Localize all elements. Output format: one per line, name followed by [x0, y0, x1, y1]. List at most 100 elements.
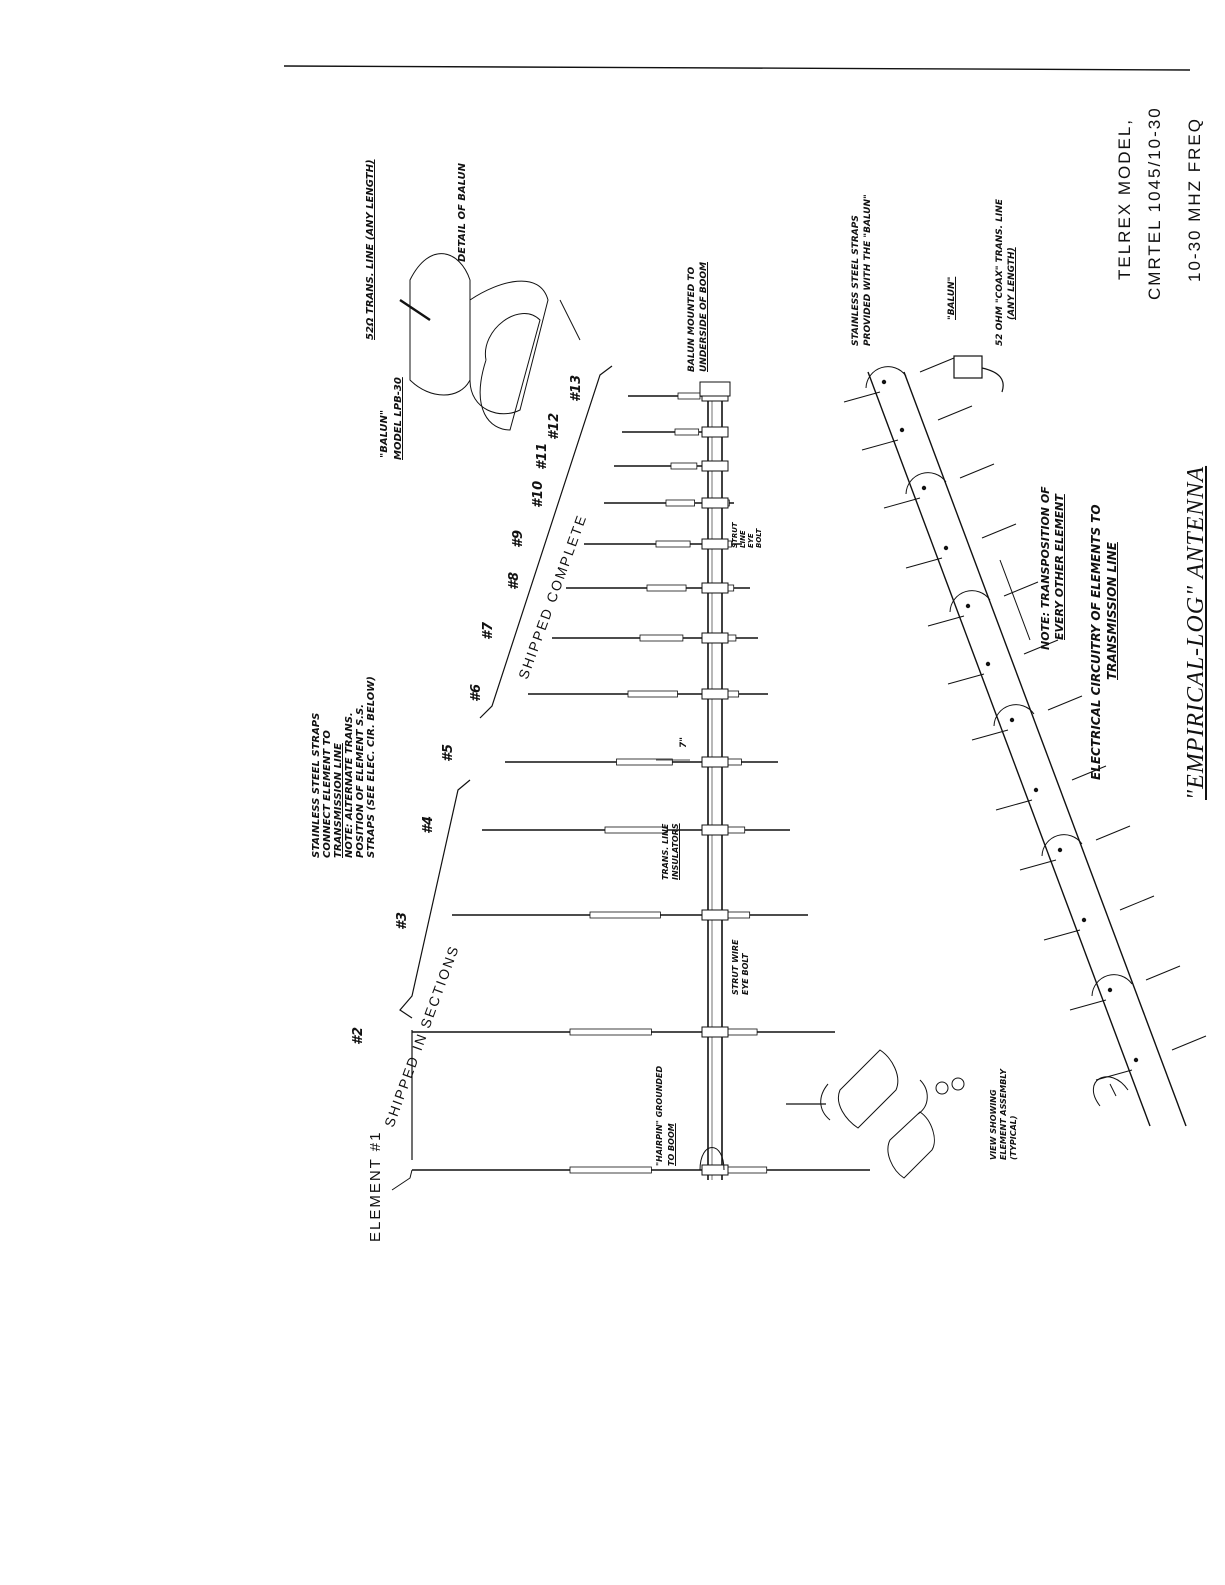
transposition-note-leader [999, 559, 1031, 641]
strut-line-label-4: BOLT [755, 528, 763, 548]
balun-small-label: "BALUN" [947, 276, 957, 320]
hairpin [699, 1147, 725, 1171]
boom-clamp-5 [701, 756, 729, 768]
element-sleeve-1-b [725, 1166, 768, 1174]
balun-detail-cable [399, 299, 431, 321]
transposition-arc-1 [865, 366, 907, 389]
boom-clamp-8 [701, 582, 729, 594]
circuit-element-right-6 [1023, 639, 1059, 655]
transposition-arc-3 [905, 472, 947, 495]
boom-clamp-2 [701, 1026, 729, 1038]
circuit-element-right-5 [1003, 581, 1039, 597]
circuit-element-left-6 [947, 673, 985, 685]
coax-label-2: (ANY LENGTH) [1007, 247, 1017, 320]
element-number-13: #13 [569, 374, 584, 402]
strut-line-label-1: STRUT [731, 522, 739, 548]
trans-insulators-label-1: TRANS. LINE [661, 823, 670, 880]
circuit-junction-6 [985, 661, 991, 667]
boom-clamp-6 [701, 688, 729, 700]
strut-line-label-3: EYE [747, 533, 755, 548]
ss-straps-balun-label-2: PROVIDED WITH THE "BALUN" [863, 194, 873, 346]
view-element-label-2: ELEMENT ASSEMBLY [999, 1069, 1008, 1160]
circuit-element-right-2 [937, 405, 973, 421]
trans-line-52-label: 52Ω TRANS. LINE (ANY LENGTH) [365, 159, 376, 340]
circuit-balun-box [953, 355, 983, 379]
boom-clamp-9 [701, 538, 729, 550]
circuit-junction-3 [921, 485, 927, 491]
assembly-tube-b [887, 1111, 935, 1179]
circuit-element-left-1 [843, 391, 881, 403]
coax-label-1: 52 OHM "COAX" TRANS. LINE [995, 199, 1005, 346]
strut-line-label-2: LINE [739, 530, 747, 548]
note-straps-4: NOTE: ALTERNATE TRANS. [344, 712, 355, 858]
element-sleeve-3-b [725, 911, 751, 919]
hairpin-label-1: "HAIRPIN" GROUNDED [655, 1065, 664, 1166]
transposition-arc-5 [949, 590, 991, 613]
element-sleeve-4-b [725, 826, 746, 834]
boom-clamp-10 [701, 497, 729, 509]
balun-mounted-label-1: BALUN MOUNTED TO [687, 266, 697, 372]
element-sleeve-3-a [589, 911, 661, 919]
element-number-6: #6 [469, 683, 484, 702]
circuit-element-left-9 [1019, 859, 1057, 871]
note-straps-1: STAINLESS STEEL STRAPS [311, 712, 322, 858]
element-sleeve-13-a [677, 392, 701, 400]
electrical-label-2: TRANSMISSION LINE [1105, 542, 1119, 680]
circuit-element-left-5 [927, 615, 965, 627]
circuit-element-left-7 [971, 729, 1009, 741]
circuit-element-right-8 [1071, 765, 1107, 781]
title-line-2: CMRTEL 1045/10-30 [1145, 106, 1164, 300]
sheet-border-line [283, 65, 1191, 71]
transposition-note-2: EVERY OTHER ELEMENT [1053, 494, 1066, 640]
electrical-label-1: ELECTRICAL CIRCUITRY OF ELEMENTS TO [1089, 504, 1103, 780]
element-number-7: #7 [481, 621, 496, 640]
boom-clamp-3 [701, 909, 729, 921]
balun-detail-clamp [469, 280, 549, 415]
element-sleeve-5-a [616, 758, 673, 766]
circuit-element-right-9 [1095, 825, 1131, 841]
element-number-5: #5 [441, 743, 456, 762]
circuit-junction-9 [1057, 847, 1063, 853]
title-line-1: TELREX MODEL, [1115, 117, 1134, 280]
circuit-element-right-10 [1119, 895, 1155, 911]
circuit-element-right-11 [1145, 965, 1181, 981]
circuit-element-right-1 [919, 357, 955, 373]
circuit-junction-2 [899, 427, 905, 433]
assembly-nut [951, 1077, 965, 1091]
bracket-element-1 [391, 1169, 413, 1191]
bracket-shipped-complete [479, 365, 613, 719]
view-element-label-1: VIEW SHOWING [989, 1089, 998, 1160]
note-straps-2: CONNECT ELEMENT TO [322, 730, 333, 858]
circuit-element-left-10 [1043, 929, 1081, 941]
circuit-coax-lead [981, 367, 1004, 393]
circuit-junction-11 [1107, 987, 1113, 993]
circuit-junction-5 [965, 603, 971, 609]
circuit-element-left-3 [883, 497, 921, 509]
balun-detail-pipe [479, 313, 541, 431]
circuit-element-left-11 [1069, 999, 1107, 1011]
balun-model-label-2: MODEL LPB-30 [393, 377, 404, 460]
element-sleeve-1-a [569, 1166, 652, 1174]
detail-of-balun-label: DETAIL OF BALUN [457, 163, 468, 262]
bracket-shipped-in-sections [399, 779, 471, 1160]
view-element-label-3: (TYPICAL) [1009, 1115, 1018, 1160]
element-number-3: #3 [395, 911, 410, 930]
assembly-tube-a [838, 1049, 899, 1129]
assembly-clamp-left [820, 1083, 831, 1121]
element-sleeve-2-a [569, 1028, 652, 1036]
element-sleeve-8-a [646, 584, 687, 592]
element-number-10: #10 [531, 480, 546, 508]
transposition-note-1: NOTE: TRANSPOSITION OF [1039, 486, 1052, 650]
trans-insulators-label-2: INSULATORS [671, 823, 680, 880]
element-sleeve-4-a [604, 826, 668, 834]
boom-clamp-7 [701, 632, 729, 644]
drawing-title: "EMPIRICAL-LOG" ANTENNA [1183, 465, 1209, 800]
element-sleeve-2-b [725, 1028, 758, 1036]
circuit-element-right-3 [959, 463, 995, 479]
balun-detail-bolt [559, 299, 581, 341]
circuit-end-mark [1109, 1083, 1117, 1097]
assembly-washer [935, 1081, 949, 1095]
balun-model-label-1: "BALUN" [379, 409, 390, 458]
circuit-junction-10 [1081, 917, 1087, 923]
